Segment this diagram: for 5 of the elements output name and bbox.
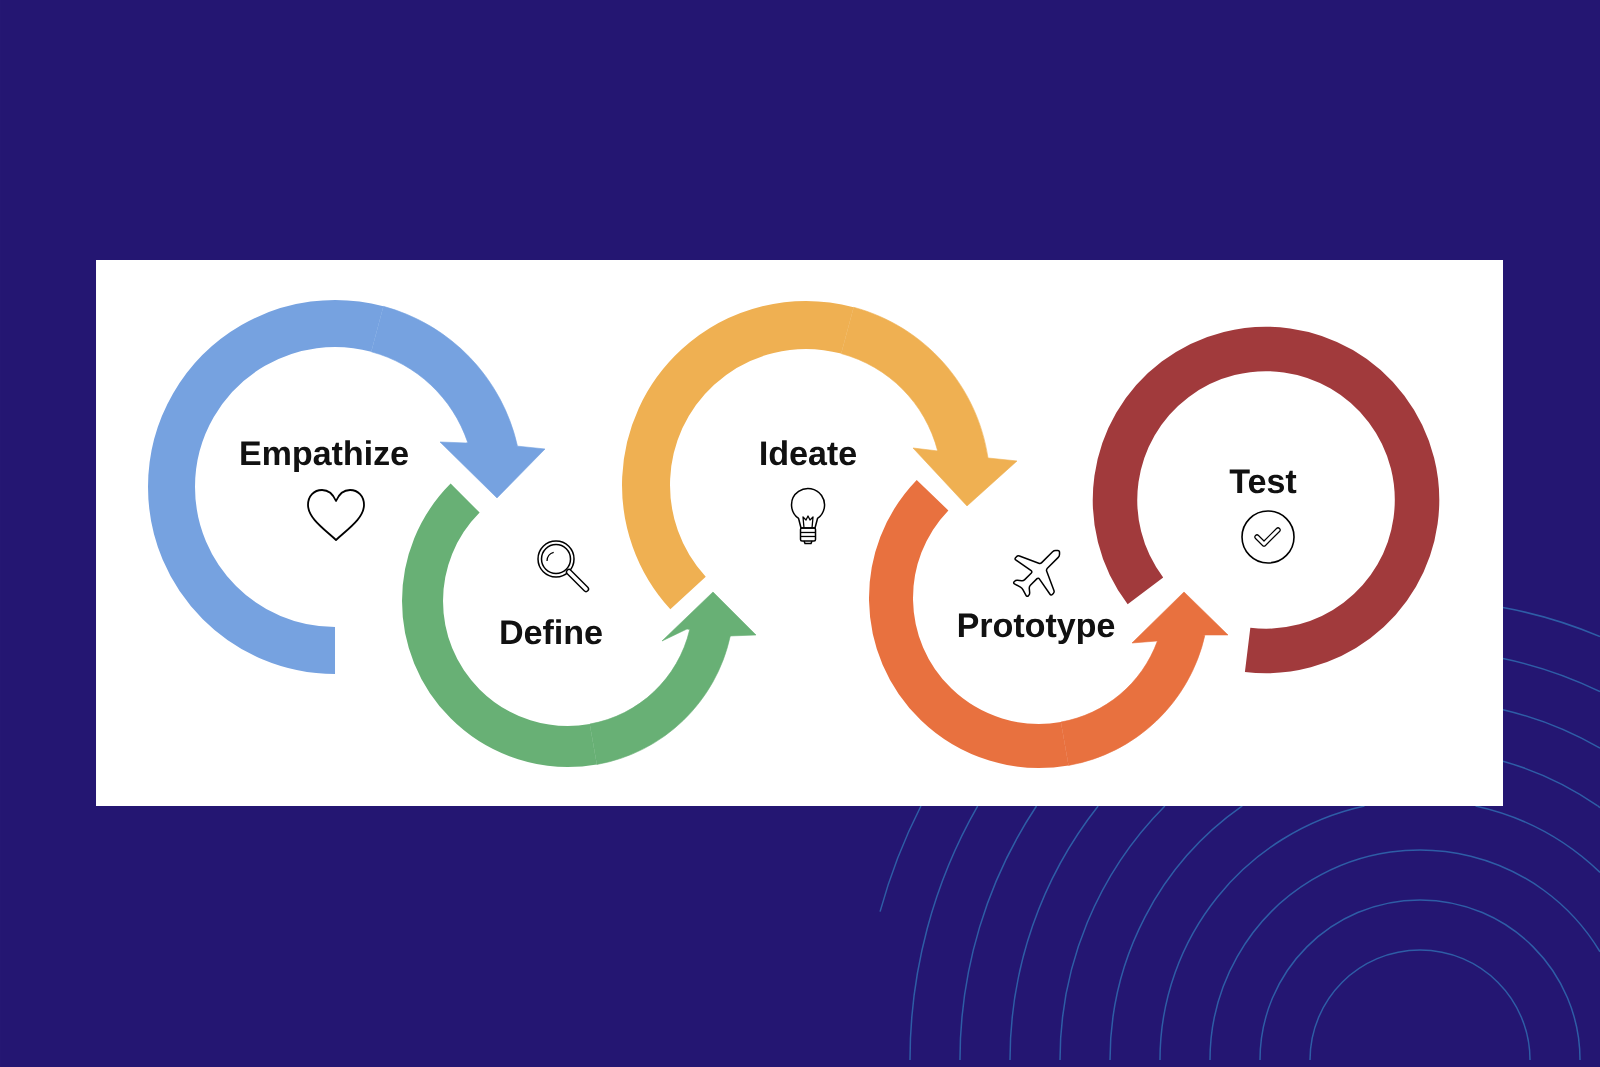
curved-arrow — [589, 591, 757, 765]
curved-arrow — [840, 306, 1018, 507]
stage-ring: Prototype — [869, 481, 1115, 768]
stage-ring: Ideate — [622, 301, 856, 609]
curved-arrow — [1060, 591, 1229, 766]
